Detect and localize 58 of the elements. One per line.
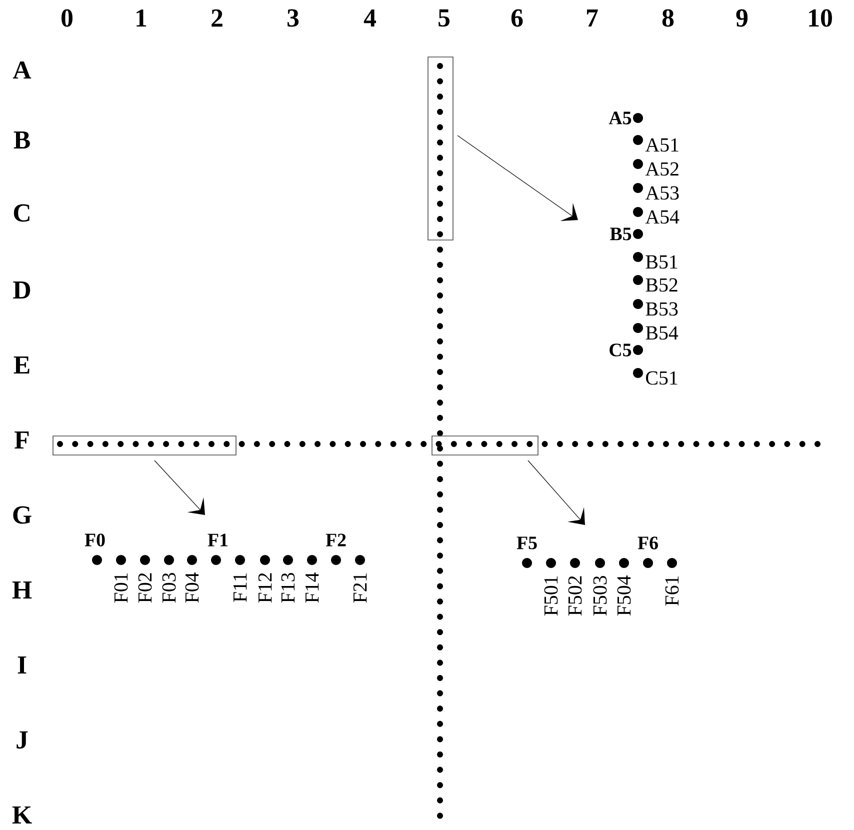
point-label: F0 <box>84 534 105 546</box>
point-label: C51 <box>646 371 678 385</box>
point-label: B54 <box>646 326 678 340</box>
zoom-frame <box>428 56 454 240</box>
zoom-frame <box>52 436 236 456</box>
point-label: F503 <box>593 576 607 616</box>
point-label: B52 <box>646 278 678 292</box>
point-label: F1 <box>208 534 228 546</box>
column-number: 3 <box>288 9 299 27</box>
point-label: F01 <box>114 573 128 603</box>
row-letter: D <box>13 281 30 298</box>
column-number: 9 <box>736 9 748 27</box>
column-number: 6 <box>511 9 523 27</box>
row-letter: G <box>13 506 32 524</box>
row-letter: B <box>14 131 30 149</box>
row-letter: H <box>12 582 32 598</box>
point-label: F03 <box>162 572 176 603</box>
column-number: 10 <box>809 9 832 27</box>
point-label: F61 <box>665 576 679 606</box>
point-label: B53 <box>646 302 678 316</box>
arrow <box>528 460 585 525</box>
column-number: 8 <box>662 9 674 27</box>
row-letter: I <box>18 656 26 674</box>
row-letter: J <box>16 731 28 749</box>
point-label: A53 <box>645 186 679 200</box>
point-label: A51 <box>645 138 678 152</box>
point-label: F502 <box>568 576 582 616</box>
column-number: 4 <box>364 9 376 27</box>
point-label: F21 <box>353 573 367 603</box>
column-number: 7 <box>587 10 598 26</box>
point-label: F504 <box>617 576 631 616</box>
row-letter: A <box>12 61 32 79</box>
point-label: A52 <box>645 162 678 176</box>
zoom-frame <box>432 436 538 456</box>
row-letter: F <box>14 432 29 448</box>
row-letter: E <box>14 356 30 374</box>
column-number: 5 <box>438 9 450 27</box>
point-label: F6 <box>638 536 658 550</box>
row-letter: K <box>12 806 32 824</box>
point-label: F501 <box>544 576 558 616</box>
point-label: F13 <box>281 572 295 603</box>
column-number: 1 <box>136 9 146 27</box>
point-label: F11 <box>233 573 247 602</box>
point-label: F02 <box>138 573 152 603</box>
point-label: F04 <box>185 572 199 603</box>
row-letter: C <box>14 204 30 222</box>
point-label: B5 <box>610 228 632 240</box>
column-number: 0 <box>62 9 72 27</box>
point-label: A54 <box>645 210 680 224</box>
point-label: B51 <box>646 255 678 269</box>
point-label: F2 <box>326 534 346 546</box>
point-label: C5 <box>610 344 632 356</box>
point-label: F12 <box>258 573 272 603</box>
point-label: A5 <box>608 112 632 124</box>
arrow <box>457 135 578 221</box>
point-label: F14 <box>305 572 319 603</box>
point-label: F5 <box>516 536 537 550</box>
column-number: 2 <box>212 9 222 27</box>
